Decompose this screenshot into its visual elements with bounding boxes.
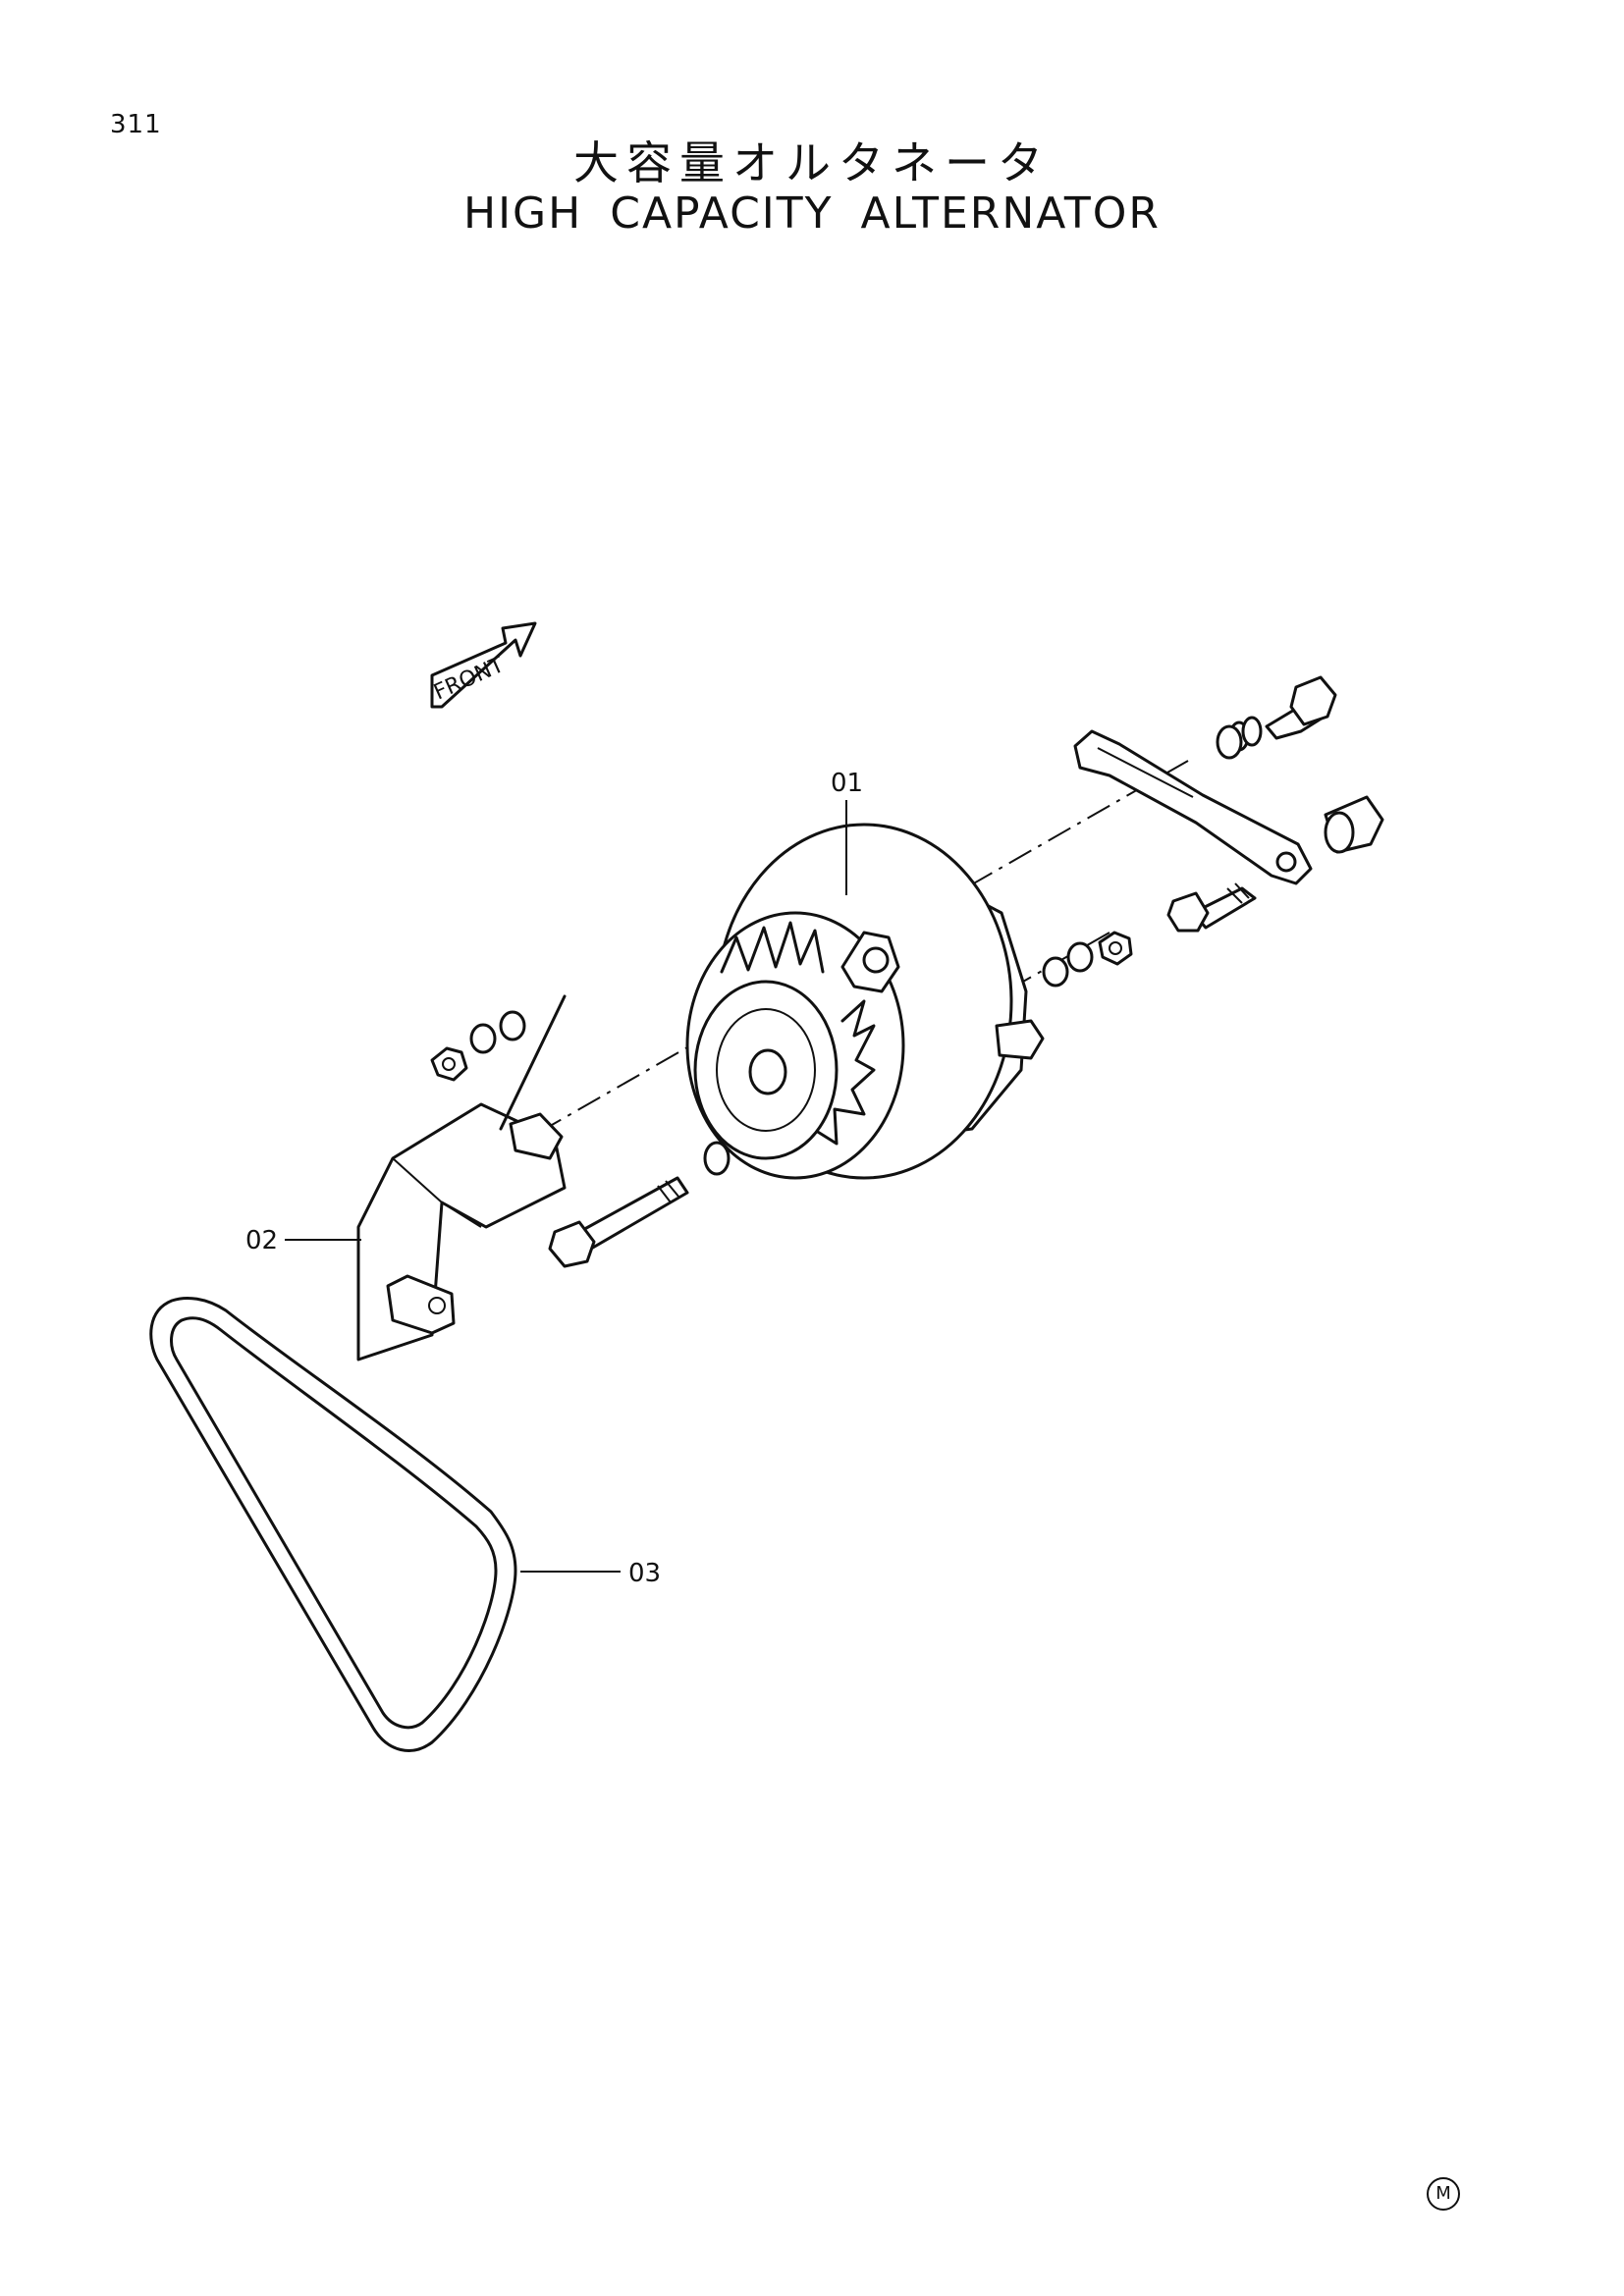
page-number: 311 [110,110,162,139]
corner-mark: M [1427,2177,1460,2211]
v-belt [149,1297,517,1752]
long-bolt [548,1141,731,1268]
middle-bolt [1166,882,1257,933]
mount-ear-hole [862,946,890,974]
terminal-stud [995,1019,1045,1060]
callout-01: 01 [831,769,863,798]
callout-02: 02 [245,1226,278,1255]
support-bracket [356,994,567,1362]
callout-03: 03 [628,1559,661,1588]
page-title-japanese: 大容量オルタネータ [573,136,1051,189]
left-nut-washers [430,1010,526,1082]
pulley-hub [748,1048,787,1095]
spacer-sleeve [1324,795,1384,854]
pulley-groove [716,1008,816,1132]
upper-bolt-set [1216,675,1337,760]
alternator-assembly [685,823,1045,1180]
front-arrow: FRONT [430,621,537,709]
adjusting-link-bracket [1073,729,1313,885]
fan-teeth [720,921,876,1146]
page-title: HIGH CAPACITY ALTERNATOR [462,188,1162,239]
right-nut-washers [1042,931,1133,988]
